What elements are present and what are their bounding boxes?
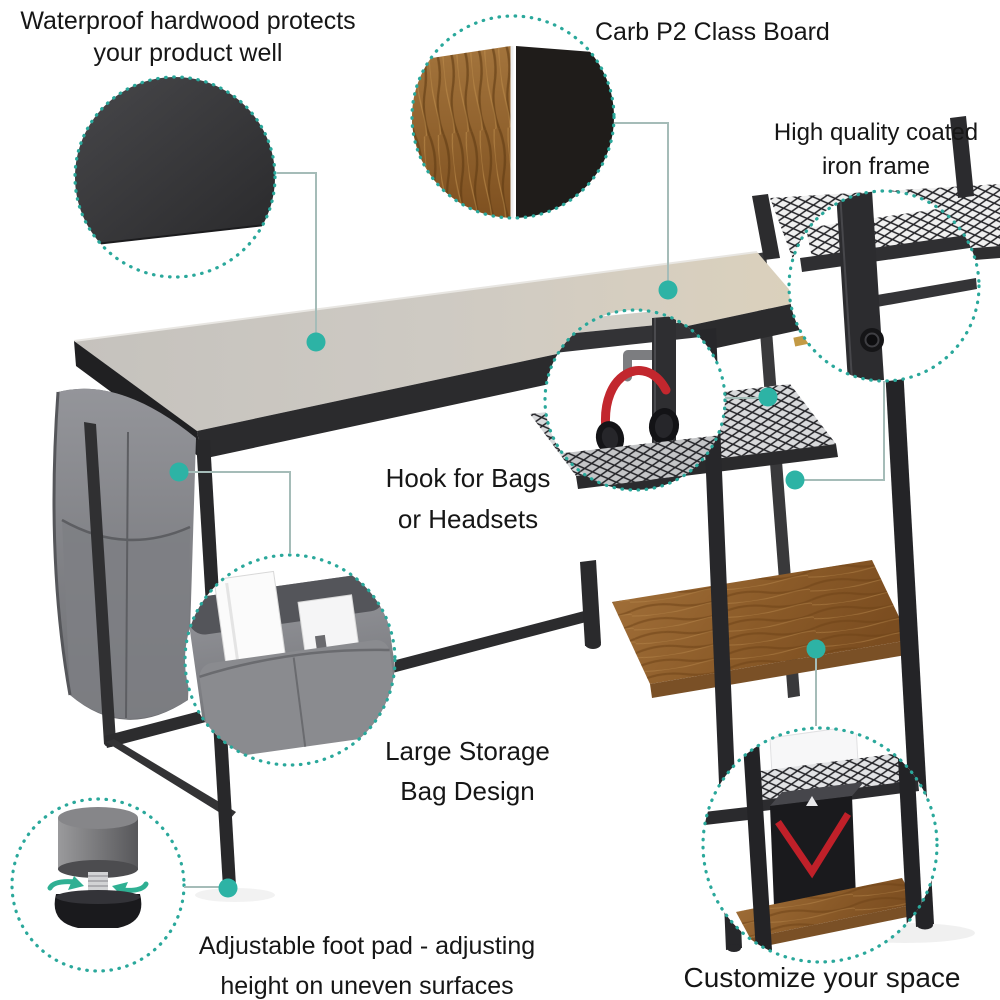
- label-waterproof-line2: your product well: [93, 39, 283, 67]
- desk-leg-right-stub: [580, 560, 601, 646]
- connector-hook: [725, 387, 778, 407]
- headphone-earcups: [595, 408, 680, 455]
- storage-bag-closeup: [187, 570, 395, 759]
- target-dot-carb: [658, 280, 678, 300]
- connector-customize: [806, 639, 826, 726]
- callout-storage-bag: [183, 553, 397, 767]
- label-storage-bag: Large Storage Bag Design: [360, 731, 575, 811]
- label-bag-line2: Bag Design: [400, 776, 535, 806]
- callout-carb-board: [410, 14, 616, 220]
- label-hook-line2: or Headsets: [397, 504, 539, 534]
- label-customize-line1: Customize your space: [683, 962, 961, 993]
- label-foot-line1: Adjustable foot pad - adjusting: [198, 932, 536, 960]
- callout-foot-pad: [10, 797, 186, 973]
- target-dot-bag: [169, 462, 189, 482]
- headphone-band: [601, 366, 671, 435]
- label-hook-line1: Hook for Bags: [385, 463, 551, 493]
- target-dot-customize: [806, 639, 826, 659]
- tower-wood-shelf: [612, 560, 912, 698]
- target-dot-iron: [785, 470, 805, 490]
- foot-pad-closeup: [47, 807, 149, 928]
- target-dot-waterproof: [306, 332, 326, 352]
- label-iron-line1: High quality coated: [773, 119, 979, 146]
- label-customize: Customize your space: [672, 960, 972, 996]
- label-waterproof: Waterproof hardwood protects your produc…: [2, 5, 374, 69]
- pc-shelf-closeup: [704, 728, 924, 952]
- waterproof-board-closeup: [75, 77, 275, 248]
- diagonal-brace: [106, 739, 236, 819]
- tower-post-front-right: [876, 204, 934, 927]
- label-carb-board: Carb P2 Class Board: [595, 16, 895, 48]
- callout-iron-frame: [787, 189, 981, 383]
- connector-foot: [184, 878, 238, 898]
- callout-waterproof-board: [73, 75, 277, 279]
- label-hook: Hook for Bags or Headsets: [362, 458, 574, 540]
- label-waterproof-line1: Waterproof hardwood protects: [20, 7, 356, 35]
- connector-waterproof: [277, 172, 326, 352]
- label-bag-line1: Large Storage: [385, 736, 550, 766]
- target-dot-hook: [758, 387, 778, 407]
- label-iron-line2: iron frame: [821, 153, 931, 180]
- connector-carb: [614, 122, 678, 300]
- label-iron-frame: High quality coated iron frame: [750, 116, 1000, 184]
- desktop-surface: [74, 252, 800, 431]
- callout-customize-space: [701, 726, 939, 964]
- connector-bag: [169, 462, 291, 553]
- label-foot-pad: Adjustable foot pad - adjusting height o…: [168, 926, 566, 1000]
- carb-black-half: [516, 46, 614, 218]
- connector-iron: [785, 381, 885, 490]
- gaming-pc-tower: [770, 782, 864, 906]
- storage-bag: [52, 388, 196, 720]
- desk-leg-rear-left: [84, 422, 116, 744]
- label-carb-line1: Carb P2 Class Board: [595, 18, 830, 46]
- label-foot-line2: height on uneven surfaces: [220, 972, 514, 1000]
- target-dot-foot: [218, 878, 238, 898]
- threaded-screw: [88, 872, 108, 896]
- connectors: [169, 122, 885, 898]
- desk: [52, 251, 800, 892]
